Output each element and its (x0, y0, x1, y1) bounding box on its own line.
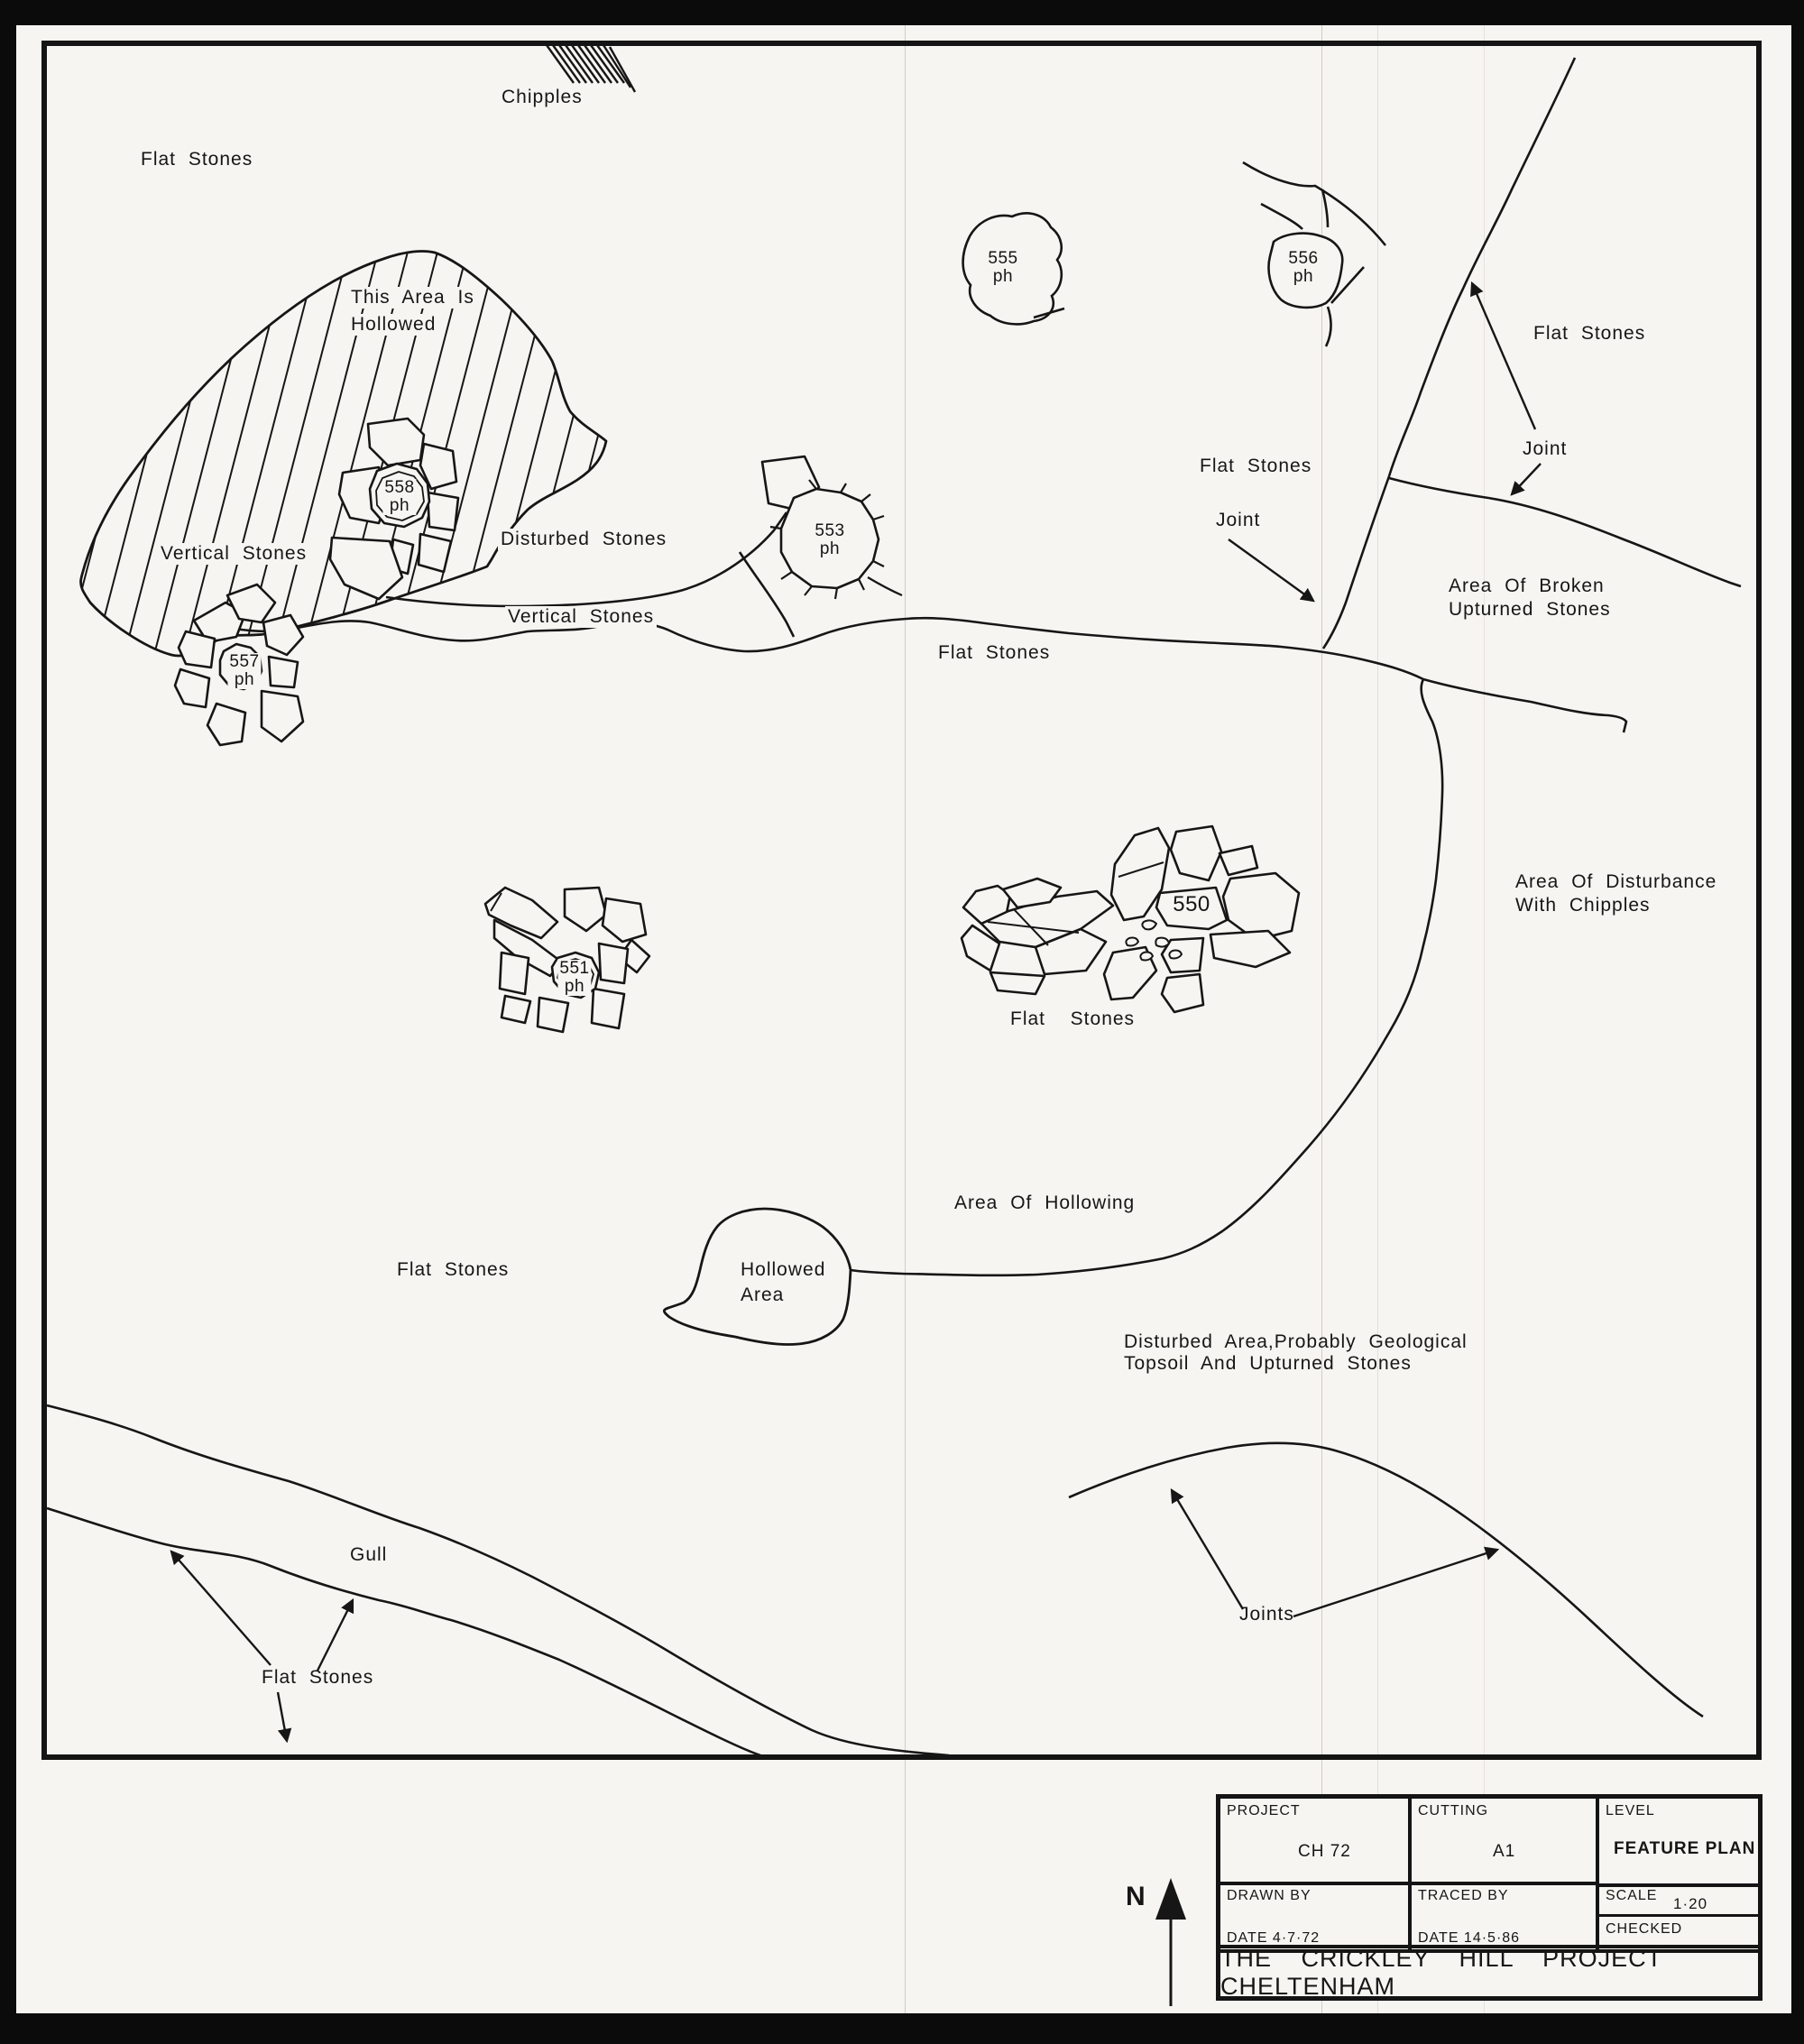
label-area-broken-line1: Area Of Broken (1449, 575, 1605, 596)
drawing-border (41, 41, 1762, 1760)
posthole-555-suffix: ph (992, 267, 1014, 286)
posthole-550-label: 550 (1171, 892, 1212, 916)
label-disturbed-area-line1: Disturbed Area,Probably Geological (1124, 1331, 1468, 1352)
posthole-556-suffix: ph (1293, 267, 1314, 286)
drawn-by-label: DRAWN BY (1227, 1888, 1312, 1903)
north-label: N (1126, 1882, 1146, 1911)
label-vertical-stones-left: Vertical Stones (158, 543, 310, 565)
posthole-550-number: 550 (1173, 892, 1210, 916)
posthole-558-suffix: ph (389, 496, 410, 515)
project-label: PROJECT (1227, 1803, 1301, 1818)
posthole-556-number: 556 (1288, 249, 1319, 268)
fold-crease (1484, 25, 1485, 2013)
posthole-551-number: 551 (559, 959, 590, 978)
label-disturbed-area-line2: Topsoil And Upturned Stones (1124, 1353, 1412, 1374)
label-chipples: Chipples (502, 87, 583, 107)
titleblock-banner: THE CRICKLEY HILL PROJECT CHELTENHAM (1220, 1945, 1758, 2000)
posthole-555-number: 555 (988, 249, 1018, 268)
label-flat-stones-top-left: Flat Stones (141, 149, 253, 170)
label-flat-stones-center: Flat Stones (938, 642, 1051, 663)
titleblock-divider (1408, 1799, 1412, 1949)
disturbed-stones-boundary (385, 511, 796, 638)
label-joint-top-right: Joint (1523, 438, 1568, 459)
label-flat-stones-top-right: Flat Stones (1533, 323, 1646, 344)
label-flat-stones-mid-right: Flat Stones (1200, 456, 1312, 476)
label-area-disturbance-line1: Area Of Disturbance (1515, 871, 1717, 892)
title-block: PROJECT CH 72 CUTTING A1 LEVEL FEATURE P… (1216, 1794, 1763, 2001)
titleblock-divider (1596, 1799, 1599, 1949)
posthole-558-number: 558 (384, 478, 415, 497)
posthole-557-number: 557 (229, 652, 260, 671)
label-flat-stones-bottom-left: Flat Stones (262, 1667, 374, 1688)
label-area-disturbance-line2: With Chipples (1515, 895, 1651, 916)
label-joint-left: Joint (1216, 510, 1261, 530)
traced-by-label: TRACED BY (1418, 1888, 1509, 1903)
level-label: LEVEL (1606, 1803, 1655, 1818)
level-value: FEATURE PLAN (1614, 1839, 1756, 1858)
label-joints: Joints (1239, 1604, 1294, 1625)
posthole-553-suffix: ph (819, 539, 841, 558)
gull-lines (46, 1404, 950, 1757)
label-this-area-is: This Area Is (348, 287, 477, 308)
cutting-label: CUTTING (1418, 1803, 1489, 1818)
chipples-hatch-icon (546, 44, 637, 93)
checked-label: CHECKED (1606, 1921, 1683, 1937)
posthole-551-suffix: ph (564, 977, 585, 996)
label-area-broken-line2: Upturned Stones (1449, 599, 1611, 620)
label-vertical-stones-mid: Vertical Stones (505, 606, 658, 628)
paper-sheet (16, 25, 1791, 2013)
posthole-557-suffix: ph (234, 670, 255, 689)
label-hollowed-area-line2: Area (738, 1284, 787, 1306)
vertical-stones-line (227, 616, 1628, 733)
scale-label: SCALE (1606, 1888, 1658, 1903)
label-flat-stones-below-550: Flat Stones (1010, 1008, 1136, 1029)
titleblock-divider (1220, 1949, 1758, 1953)
fold-crease (905, 25, 906, 2013)
label-hollowed: Hollowed (348, 314, 439, 336)
cutting-value: A1 (1493, 1842, 1516, 1861)
fold-crease (1377, 25, 1378, 2013)
label-hollowed-area-line1: Hollowed (738, 1259, 829, 1281)
annotation-arrows (170, 281, 1542, 1744)
traced-date: DATE 14·5·86 (1418, 1930, 1521, 1946)
label-disturbed-stones: Disturbed Stones (498, 529, 670, 550)
label-area-of-hollowing: Area Of Hollowing (954, 1192, 1136, 1213)
label-flat-stones-lower-left: Flat Stones (397, 1259, 510, 1280)
titleblock-divider (1596, 1914, 1758, 1917)
titleblock-divider (1220, 1882, 1599, 1885)
posthole-550-stones (1102, 824, 1301, 1014)
label-gull: Gull (350, 1544, 388, 1565)
posthole-553-number: 553 (815, 521, 845, 540)
project-value: CH 72 (1298, 1842, 1351, 1861)
north-arrow-icon (1155, 1878, 1186, 2006)
joints-arc (1068, 1441, 1704, 1718)
joint-line-diagonal (1321, 57, 1742, 649)
scale-value: 1·20 (1673, 1895, 1708, 1912)
fold-crease (1321, 25, 1322, 2013)
titleblock-divider (1596, 1883, 1758, 1887)
drawn-date: DATE 4·7·72 (1227, 1930, 1321, 1946)
flat-stones-cluster-left (960, 877, 1115, 996)
